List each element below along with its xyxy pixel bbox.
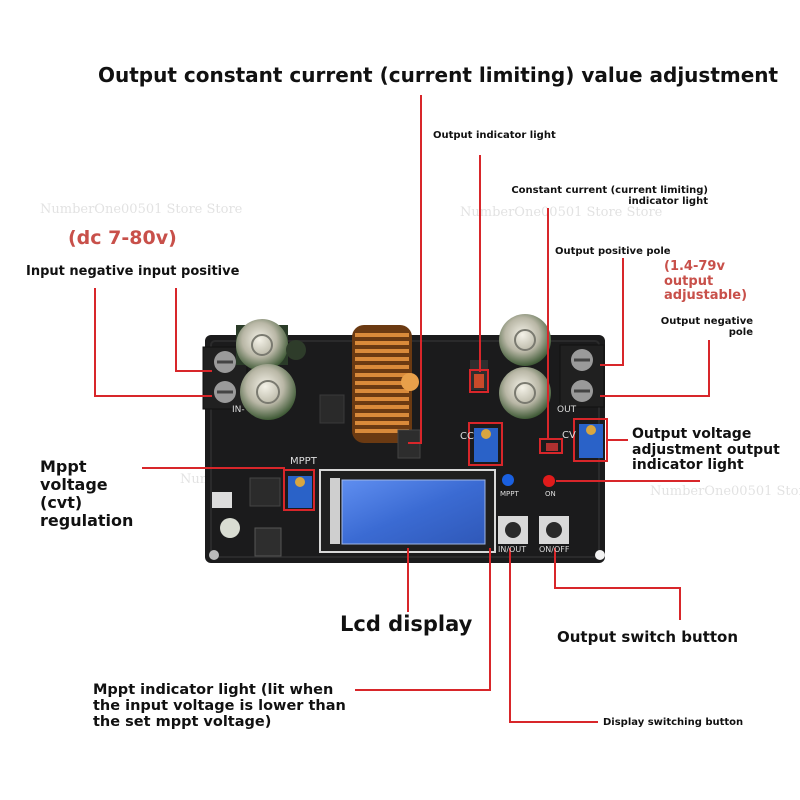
silk-on-led: ON bbox=[545, 490, 556, 498]
silk-out: OUT bbox=[557, 405, 577, 415]
input-capacitors bbox=[236, 319, 306, 420]
watermark: NumberOne00501 Store Store bbox=[460, 205, 663, 220]
silk-on-off: ON/OFF bbox=[539, 545, 570, 554]
silk-in: IN- bbox=[232, 405, 245, 415]
watermark: NumberOne00501 Store bbox=[650, 484, 800, 499]
output-indicator-label: Output indicator light bbox=[433, 130, 556, 141]
cc-potentiometer bbox=[474, 428, 498, 462]
silk-in-out: IN/OUT bbox=[498, 545, 527, 554]
watermark: NumberOne00501 Store Store bbox=[40, 202, 243, 217]
output-voltage-adjustment-label: Output voltage adjustment output indicat… bbox=[632, 426, 780, 474]
input-range-label: (dc 7-80v) bbox=[68, 227, 177, 249]
output-range-label: (1.4-79v output adjustable) bbox=[664, 259, 748, 304]
mppt-led bbox=[502, 474, 514, 486]
lcd-module bbox=[319, 469, 496, 553]
in-out-button bbox=[498, 516, 528, 544]
output-negative-label: Output negative pole bbox=[660, 316, 753, 339]
lcd-display-label: Lcd display bbox=[340, 612, 473, 636]
pointer-lines bbox=[94, 95, 710, 723]
silk-mppt-led: MPPT bbox=[500, 490, 519, 498]
silk-mppt-top: MPPT bbox=[290, 456, 317, 467]
display-switch-label: Display switching button bbox=[603, 717, 744, 728]
output-capacitors bbox=[499, 314, 551, 419]
mppt-potentiometer bbox=[288, 476, 312, 508]
on-led bbox=[543, 475, 555, 487]
silk-cc: CC bbox=[460, 431, 474, 442]
title-callout: Output constant current (current limitin… bbox=[98, 63, 779, 87]
silk-cv: CV bbox=[562, 430, 576, 441]
inductor-coil bbox=[352, 325, 419, 443]
output-positive-label: Output positive pole bbox=[555, 246, 671, 257]
cv-potentiometer bbox=[579, 424, 603, 458]
cc-indicator-label: Constant current (current limiting) indi… bbox=[511, 185, 708, 208]
on-off-button bbox=[539, 516, 569, 544]
input-terminal-label: Input negative input positive bbox=[26, 264, 240, 279]
mppt-indicator-label: Mppt indicator light (lit when the input… bbox=[93, 682, 346, 731]
output-switch-label: Output switch button bbox=[557, 628, 739, 646]
mppt-regulation-label: Mppt voltage (cvt) regulation bbox=[40, 457, 134, 530]
output-terminal bbox=[559, 344, 605, 408]
